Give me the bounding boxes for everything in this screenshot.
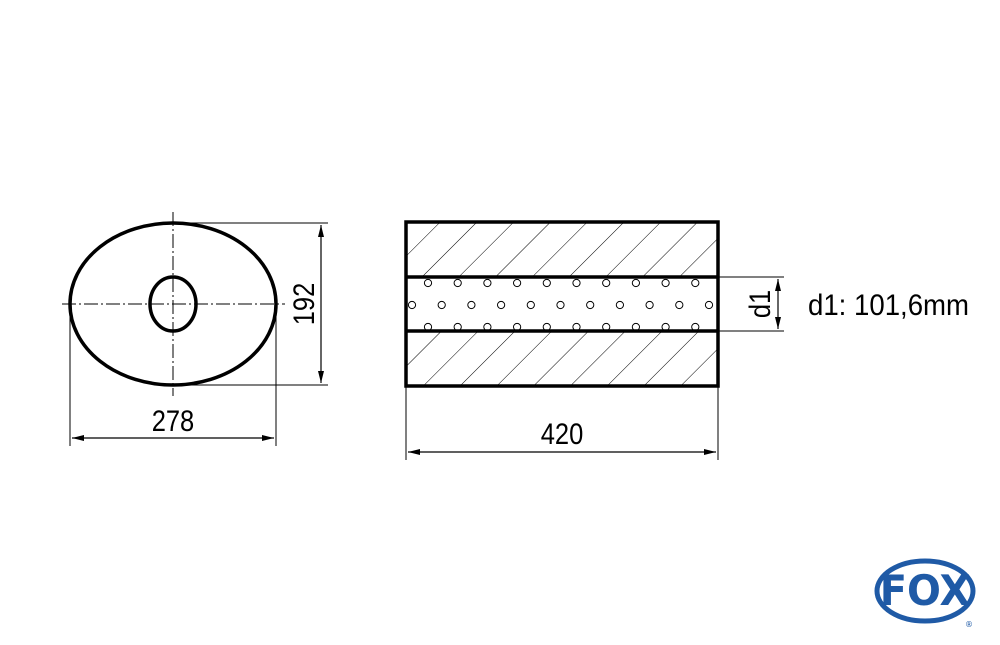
fox-logo: FOX ® <box>874 558 976 629</box>
perforation-hole <box>586 300 595 310</box>
front-view: 278 192 <box>62 212 328 446</box>
perforation-hole <box>704 300 714 310</box>
registered-mark: ® <box>965 620 973 629</box>
perforation-hole <box>513 278 522 288</box>
muffler-body-outline <box>404 220 720 388</box>
height-dimension-text: 192 <box>287 283 320 326</box>
d1-spec-label: d1: 101,6mm <box>808 289 969 322</box>
perforation-hole <box>691 278 700 288</box>
hatch-bottom <box>406 331 718 386</box>
perforation-hole <box>497 300 506 310</box>
width-dimension-text: 278 <box>152 404 195 437</box>
perforation-hole <box>437 300 446 310</box>
perforation-hole <box>453 278 462 288</box>
perforation-hole <box>483 278 492 288</box>
perforation-hole <box>615 300 625 310</box>
perforation-hole <box>542 278 551 288</box>
side-view: 420 d1 <box>404 220 784 460</box>
perforation-hole <box>423 278 433 288</box>
perforation-hole <box>645 300 654 310</box>
perforation-holes <box>407 278 714 332</box>
d1-dimension-text: d1 <box>743 290 776 318</box>
perforation-hole <box>526 300 535 310</box>
perforation-hole <box>602 278 611 288</box>
hatch-top <box>406 222 718 277</box>
perforation-hole <box>631 278 641 288</box>
perforation-hole <box>675 300 684 310</box>
pipe-opening <box>148 275 198 333</box>
perforation-hole <box>407 300 417 310</box>
perforation-hole <box>467 300 476 310</box>
length-dimension-text: 420 <box>541 417 584 450</box>
perforation-hole <box>661 278 670 288</box>
perforation-hole <box>572 278 581 288</box>
perforation-hole <box>556 300 565 310</box>
logo-text: FOX <box>880 566 971 615</box>
